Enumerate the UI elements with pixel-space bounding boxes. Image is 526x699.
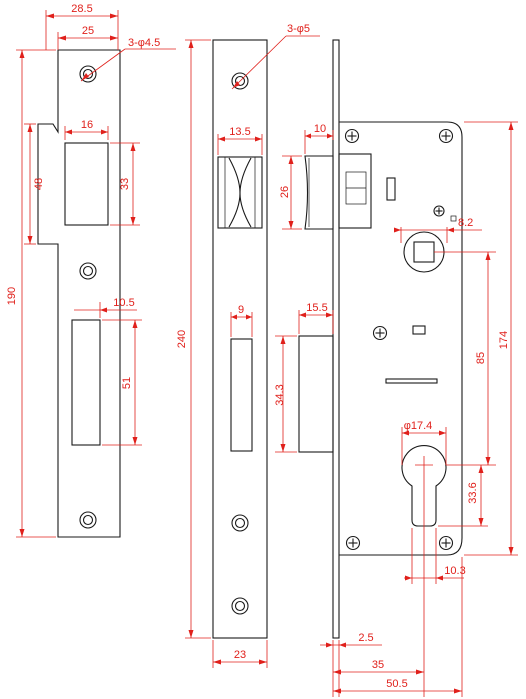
dim-body-square: 8.2 [458, 217, 473, 229]
dim-body-backset: 35 [372, 659, 384, 671]
dim-strike-width-inner: 25 [82, 25, 94, 37]
faceplate-hole-middle [231, 514, 249, 532]
dim-body-bolt-projection: 15.5 [306, 302, 327, 314]
lock-body-front-plate [332, 39, 340, 639]
lock-body-deadbolt [298, 335, 334, 453]
strike-latch-opening [64, 142, 109, 226]
lock-body [298, 39, 463, 639]
dim-body-cylinder-width: 10.3 [444, 565, 465, 577]
dim-strike-latch-height: 33 [119, 178, 131, 190]
dim-faceplate-holes: 3-φ5 [287, 23, 310, 35]
small-screw-icon [433, 205, 445, 217]
dim-strike-lip-height: 48 [33, 178, 45, 190]
dim-strike-bolt-width: 10.5 [113, 297, 134, 309]
screw-icon [345, 535, 361, 551]
dim-strike-bolt-height: 51 [121, 377, 133, 389]
screw-icon [438, 128, 454, 144]
faceplate-bolt-slot [230, 338, 253, 452]
lock-body-cylinder-hole [401, 445, 447, 527]
screw-icon [438, 535, 454, 551]
dim-body-cylinder-height: 33.6 [467, 482, 479, 503]
dim-faceplate-bolt-width: 9 [238, 304, 244, 316]
strike-bolt-opening [71, 319, 101, 446]
screw-icon [344, 128, 360, 144]
dim-faceplate-height: 240 [176, 330, 188, 348]
dim-body-latch-height: 26 [279, 186, 291, 198]
faceplate-dimensions: 3-φ5 13.5 9 240 23 [176, 23, 320, 668]
faceplate-outline [212, 39, 268, 639]
strike-hole-bottom [79, 511, 97, 529]
dim-strike-holes: 3-φ4.5 [128, 37, 160, 49]
dim-strike-width-outer: 28.5 [71, 3, 92, 15]
square-marker [450, 215, 457, 222]
faceplate-roller-latch [217, 156, 263, 229]
dim-body-depth: 50.5 [386, 678, 407, 690]
dim-body-latch-projection: 10 [314, 123, 326, 135]
faceplate [212, 39, 268, 639]
dim-body-total-height: 174 [498, 331, 510, 349]
dim-faceplate-width: 23 [234, 649, 246, 661]
dim-body-bolt-height: 34.3 [274, 384, 286, 405]
lock-body-latch [304, 153, 396, 230]
screw-icon [372, 325, 388, 341]
dim-strike-latch-width: 16 [81, 119, 93, 131]
dim-body-cylinder-diameter: φ17.4 [404, 420, 433, 432]
strike-hole-top [79, 65, 97, 83]
dim-body-face-thickness: 2.5 [358, 632, 373, 644]
dim-faceplate-roller-width: 13.5 [229, 126, 250, 138]
dim-strike-total-height: 190 [6, 287, 18, 305]
strike-hole-middle [79, 262, 97, 280]
lock-body-dimensions: 10 26 8.2 15.5 34.3 174 85 [274, 121, 518, 697]
lock-body-case [339, 121, 463, 556]
lock-body-slide [385, 378, 438, 384]
strike-plate-outline [37, 49, 121, 538]
strike-dimensions: 28.5 25 3-φ4.5 16 33 48 190 10.5 [6, 3, 176, 538]
lock-body-catch [412, 325, 426, 335]
strike-plate [37, 49, 121, 538]
faceplate-hole-bottom [231, 597, 249, 615]
dim-body-center-distance: 85 [475, 352, 487, 364]
faceplate-hole-top [231, 72, 249, 90]
